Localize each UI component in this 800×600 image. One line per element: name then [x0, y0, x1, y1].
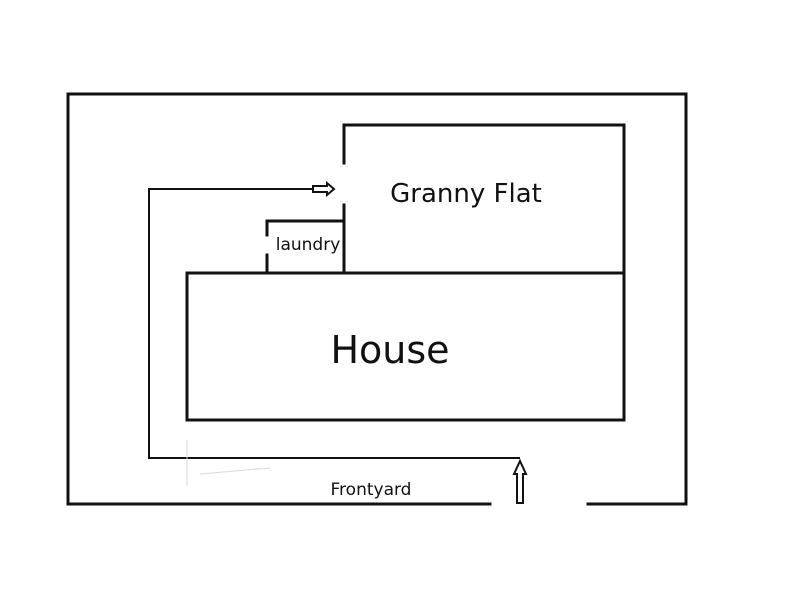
laundry-outline — [265, 219, 346, 237]
granny-flat-outline — [342, 123, 626, 275]
arrow-up-icon — [512, 458, 528, 504]
access-path — [148, 188, 520, 459]
laundry-label: laundry — [276, 235, 341, 255]
granny-flat-label: Granny Flat — [390, 179, 542, 209]
property-boundary — [66, 92, 688, 506]
arrow-right-icon — [312, 180, 336, 198]
frontyard-label: Frontyard — [331, 480, 412, 500]
house-outline — [185, 271, 626, 422]
house-label: House — [330, 328, 449, 372]
faint-mark — [199, 467, 271, 475]
